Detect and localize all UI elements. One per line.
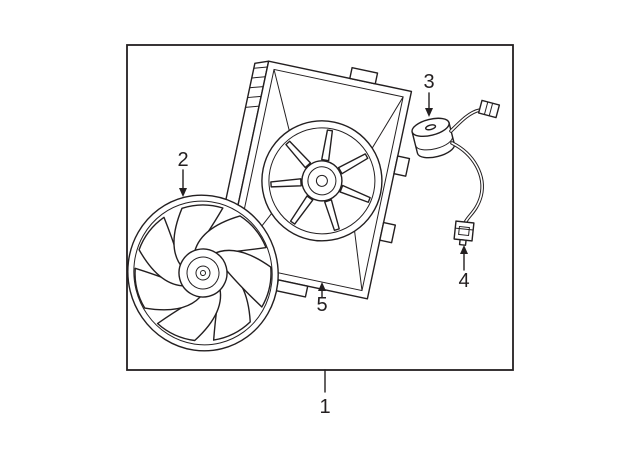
fan-blade-part bbox=[127, 194, 281, 352]
shroud-tab-right-upper bbox=[393, 155, 411, 177]
shroud-hub-center bbox=[315, 174, 328, 187]
callout-3-arrowhead bbox=[425, 108, 433, 117]
plug-body bbox=[477, 99, 501, 119]
connector-seam bbox=[455, 227, 474, 231]
plug-detail-line bbox=[488, 103, 494, 116]
fan-inner-rim bbox=[133, 200, 273, 346]
motor-wire-lower bbox=[450, 141, 484, 225]
fan-hub-pin bbox=[200, 270, 206, 276]
shroud-inner-border bbox=[232, 68, 404, 292]
harness-plug bbox=[477, 99, 501, 119]
shroud-hatch-lines bbox=[245, 66, 268, 108]
callout-3-label: 3 bbox=[423, 71, 434, 93]
motor-wire-lower-core bbox=[451, 142, 483, 224]
shroud-tab-top bbox=[349, 66, 379, 85]
callout-4-label: 4 bbox=[458, 270, 469, 292]
connector-stub bbox=[458, 238, 467, 246]
fan-hub bbox=[178, 248, 228, 298]
connector-inner bbox=[458, 225, 470, 237]
motor-body-band bbox=[415, 136, 453, 151]
motor-wire-upper-core bbox=[450, 109, 481, 132]
fan-hub-ring bbox=[186, 256, 220, 290]
callout-2-label: 2 bbox=[177, 149, 188, 171]
motor-shaft bbox=[425, 124, 437, 131]
shroud-tab-right-lower bbox=[379, 221, 397, 244]
callout-4-arrowhead bbox=[460, 245, 468, 254]
callout-1-label: 1 bbox=[319, 396, 330, 418]
plug-detail-line bbox=[483, 101, 489, 115]
shroud-hub-ring bbox=[307, 166, 337, 196]
assembly-outline-box bbox=[126, 44, 514, 371]
fan-hub-center bbox=[195, 265, 211, 281]
motor-wire-upper bbox=[449, 108, 482, 133]
callout-5-label: 5 bbox=[316, 294, 327, 316]
shroud-opening-ring bbox=[268, 127, 376, 235]
connector-body bbox=[453, 220, 475, 242]
callout-2-arrowhead bbox=[179, 188, 187, 197]
fan-motor-part bbox=[411, 117, 456, 159]
callout-5-arrowhead bbox=[318, 282, 326, 291]
connector-part bbox=[453, 220, 475, 246]
